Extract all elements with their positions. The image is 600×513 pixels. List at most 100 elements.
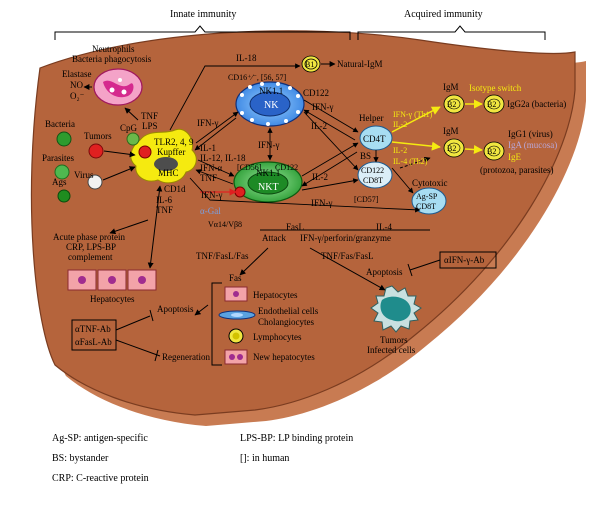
il12-label: IL-12, IL-18: [200, 153, 246, 163]
complement-label: complement: [68, 252, 113, 262]
tumor-arrow: [103, 150, 136, 158]
elastase-label: Elastase: [62, 69, 92, 79]
newhep-label: New hepatocytes: [253, 352, 315, 362]
helper-label: Helper: [359, 113, 384, 123]
cd16-label: CD16⁺⁄⁻, [56, 57]: [228, 73, 287, 82]
neutrophil-cell: [93, 68, 143, 106]
agsp-label: Ag-SP: [416, 192, 438, 201]
bs-label: BS: [360, 151, 371, 161]
footer-crp: CRP: C-reactive protein: [52, 473, 149, 484]
footer-human: []: in human: [240, 453, 289, 464]
b2-cell-2: [483, 94, 505, 114]
cholangio-label: Cholangiocytes: [258, 317, 314, 327]
antibody-box: [71, 319, 117, 351]
cd1d-label: CD1d: [164, 184, 186, 194]
kupffer-hep-arrow: [147, 185, 163, 269]
igg2a-label: IgG2a (bacteria): [507, 99, 566, 109]
attack-targets-box: [211, 282, 256, 366]
acute-label: Acute phase protein: [53, 232, 125, 242]
tumors-infected2: Infected cells: [367, 345, 416, 355]
o2-label: O₂⁻: [70, 91, 85, 101]
footer-lpsbp: LPS-BP: LP binding protein: [240, 433, 353, 444]
aifn-inhibit-bar: [407, 263, 413, 277]
header-braces: [54, 25, 546, 40]
nk-top-label: NK1.1: [259, 86, 283, 96]
tnf2-label: TNF: [200, 173, 217, 183]
phago-label: Bacteria phagocytosis: [72, 54, 152, 64]
crp-label: CRP, LPS-BP: [66, 242, 116, 252]
igm1-label: IgM: [443, 82, 459, 92]
nk-label: NK: [264, 100, 279, 111]
bacteria-icon: [56, 131, 72, 147]
agal-cell: [234, 186, 246, 198]
th1b-label: IL-2: [393, 120, 407, 129]
cytotoxic-label: Cytotoxic: [412, 178, 448, 188]
fasl-label: FasL: [286, 222, 304, 232]
tumors-infected1: Tumors: [380, 335, 408, 345]
b2-cell-1: [443, 94, 465, 114]
lps-label: LPS: [142, 121, 158, 131]
cd122a-label: CD122: [303, 88, 329, 98]
antigen-icon: [57, 189, 71, 203]
attack-arrow-tumor: [309, 247, 386, 291]
ifn2-label: IFN-γ: [312, 102, 333, 112]
footer-bs: BS: bystander: [52, 453, 109, 464]
tumor-icon: [88, 143, 104, 159]
protozoa-label: (protozoa, parasites): [480, 165, 553, 175]
nkt-top-label: NK1.1: [256, 168, 280, 178]
cd122-cell-label: CD122: [361, 166, 384, 175]
kupffer-to-neutrophil-arrow: [124, 107, 139, 121]
th2b-label: IL-4 (Th2): [393, 157, 428, 166]
tumors-label: Tumors: [84, 131, 112, 141]
parasites-label: Parasites: [42, 153, 74, 163]
agal-label: α-Gal: [200, 206, 221, 216]
endothelial-label: Endothelial cells: [258, 306, 319, 316]
il18-label: IL-18: [236, 53, 257, 63]
b1-label: B1: [305, 60, 314, 69]
tnffas1-label: TNF/FasL/Fas: [196, 251, 249, 261]
va14-label: Vα14/Vβ8: [208, 220, 242, 229]
il1-label: IL-1: [200, 143, 216, 153]
ifna-label: IFN-α: [200, 163, 222, 173]
cd8t2-label: CD8T: [416, 202, 436, 211]
il4-label: IL-4: [376, 222, 392, 232]
igm2-label: IgM: [443, 126, 459, 136]
b2-cell-3: [443, 138, 465, 158]
box-hepatocytes-label: Hepatocytes: [253, 290, 298, 300]
hepatocytes-label: Hepatocytes: [90, 294, 135, 304]
header-innate: Innate immunity: [170, 9, 236, 20]
lymph-label: Lymphocytes: [253, 332, 302, 342]
ige-label: IgE: [508, 152, 521, 162]
isotype-label: Isotype switch: [469, 83, 522, 93]
apoptosis2-label: Apoptosis: [157, 304, 194, 314]
il2a-label: IL-2: [311, 121, 327, 131]
il2b-label: IL-2: [312, 172, 328, 182]
th-arrows: [391, 106, 441, 151]
perforin-label: IFN-γ/perforin/granzyme: [300, 233, 391, 243]
liver-shape: [30, 30, 576, 416]
b1-cell: [301, 55, 321, 73]
tlr-label: TLR2, 4, 9: [154, 137, 194, 147]
cd122b-label: CD122: [275, 163, 298, 172]
attack-label: Attack: [262, 233, 286, 243]
antibody-lines: [115, 304, 209, 362]
th1a-label: IFN-γ (Th1): [393, 110, 433, 119]
tnf3-label: TNF: [156, 205, 173, 215]
il6-label: IL-6: [156, 195, 172, 205]
cd56-label: [CD56]: [237, 163, 262, 172]
tnf-label: TNF: [141, 111, 158, 121]
fas-label: Fas: [229, 273, 242, 283]
b2-label-3: B2: [447, 144, 456, 153]
b2-switch-arrow-2: [464, 145, 483, 155]
b2-label-4: B2: [487, 147, 496, 156]
cpg-cell: [126, 132, 140, 146]
natural-igm-label: Natural-IgM: [337, 59, 382, 69]
mhc-label: MHC: [158, 168, 179, 178]
attack-arrow-hep: [239, 247, 269, 276]
aifn-inhibit: [409, 259, 441, 271]
b2-cell-4: [483, 141, 505, 161]
nkt-label: NKT: [258, 182, 279, 193]
regeneration-label: Regeneration: [162, 352, 210, 362]
iga-label: IgA (mucosa): [508, 140, 557, 150]
